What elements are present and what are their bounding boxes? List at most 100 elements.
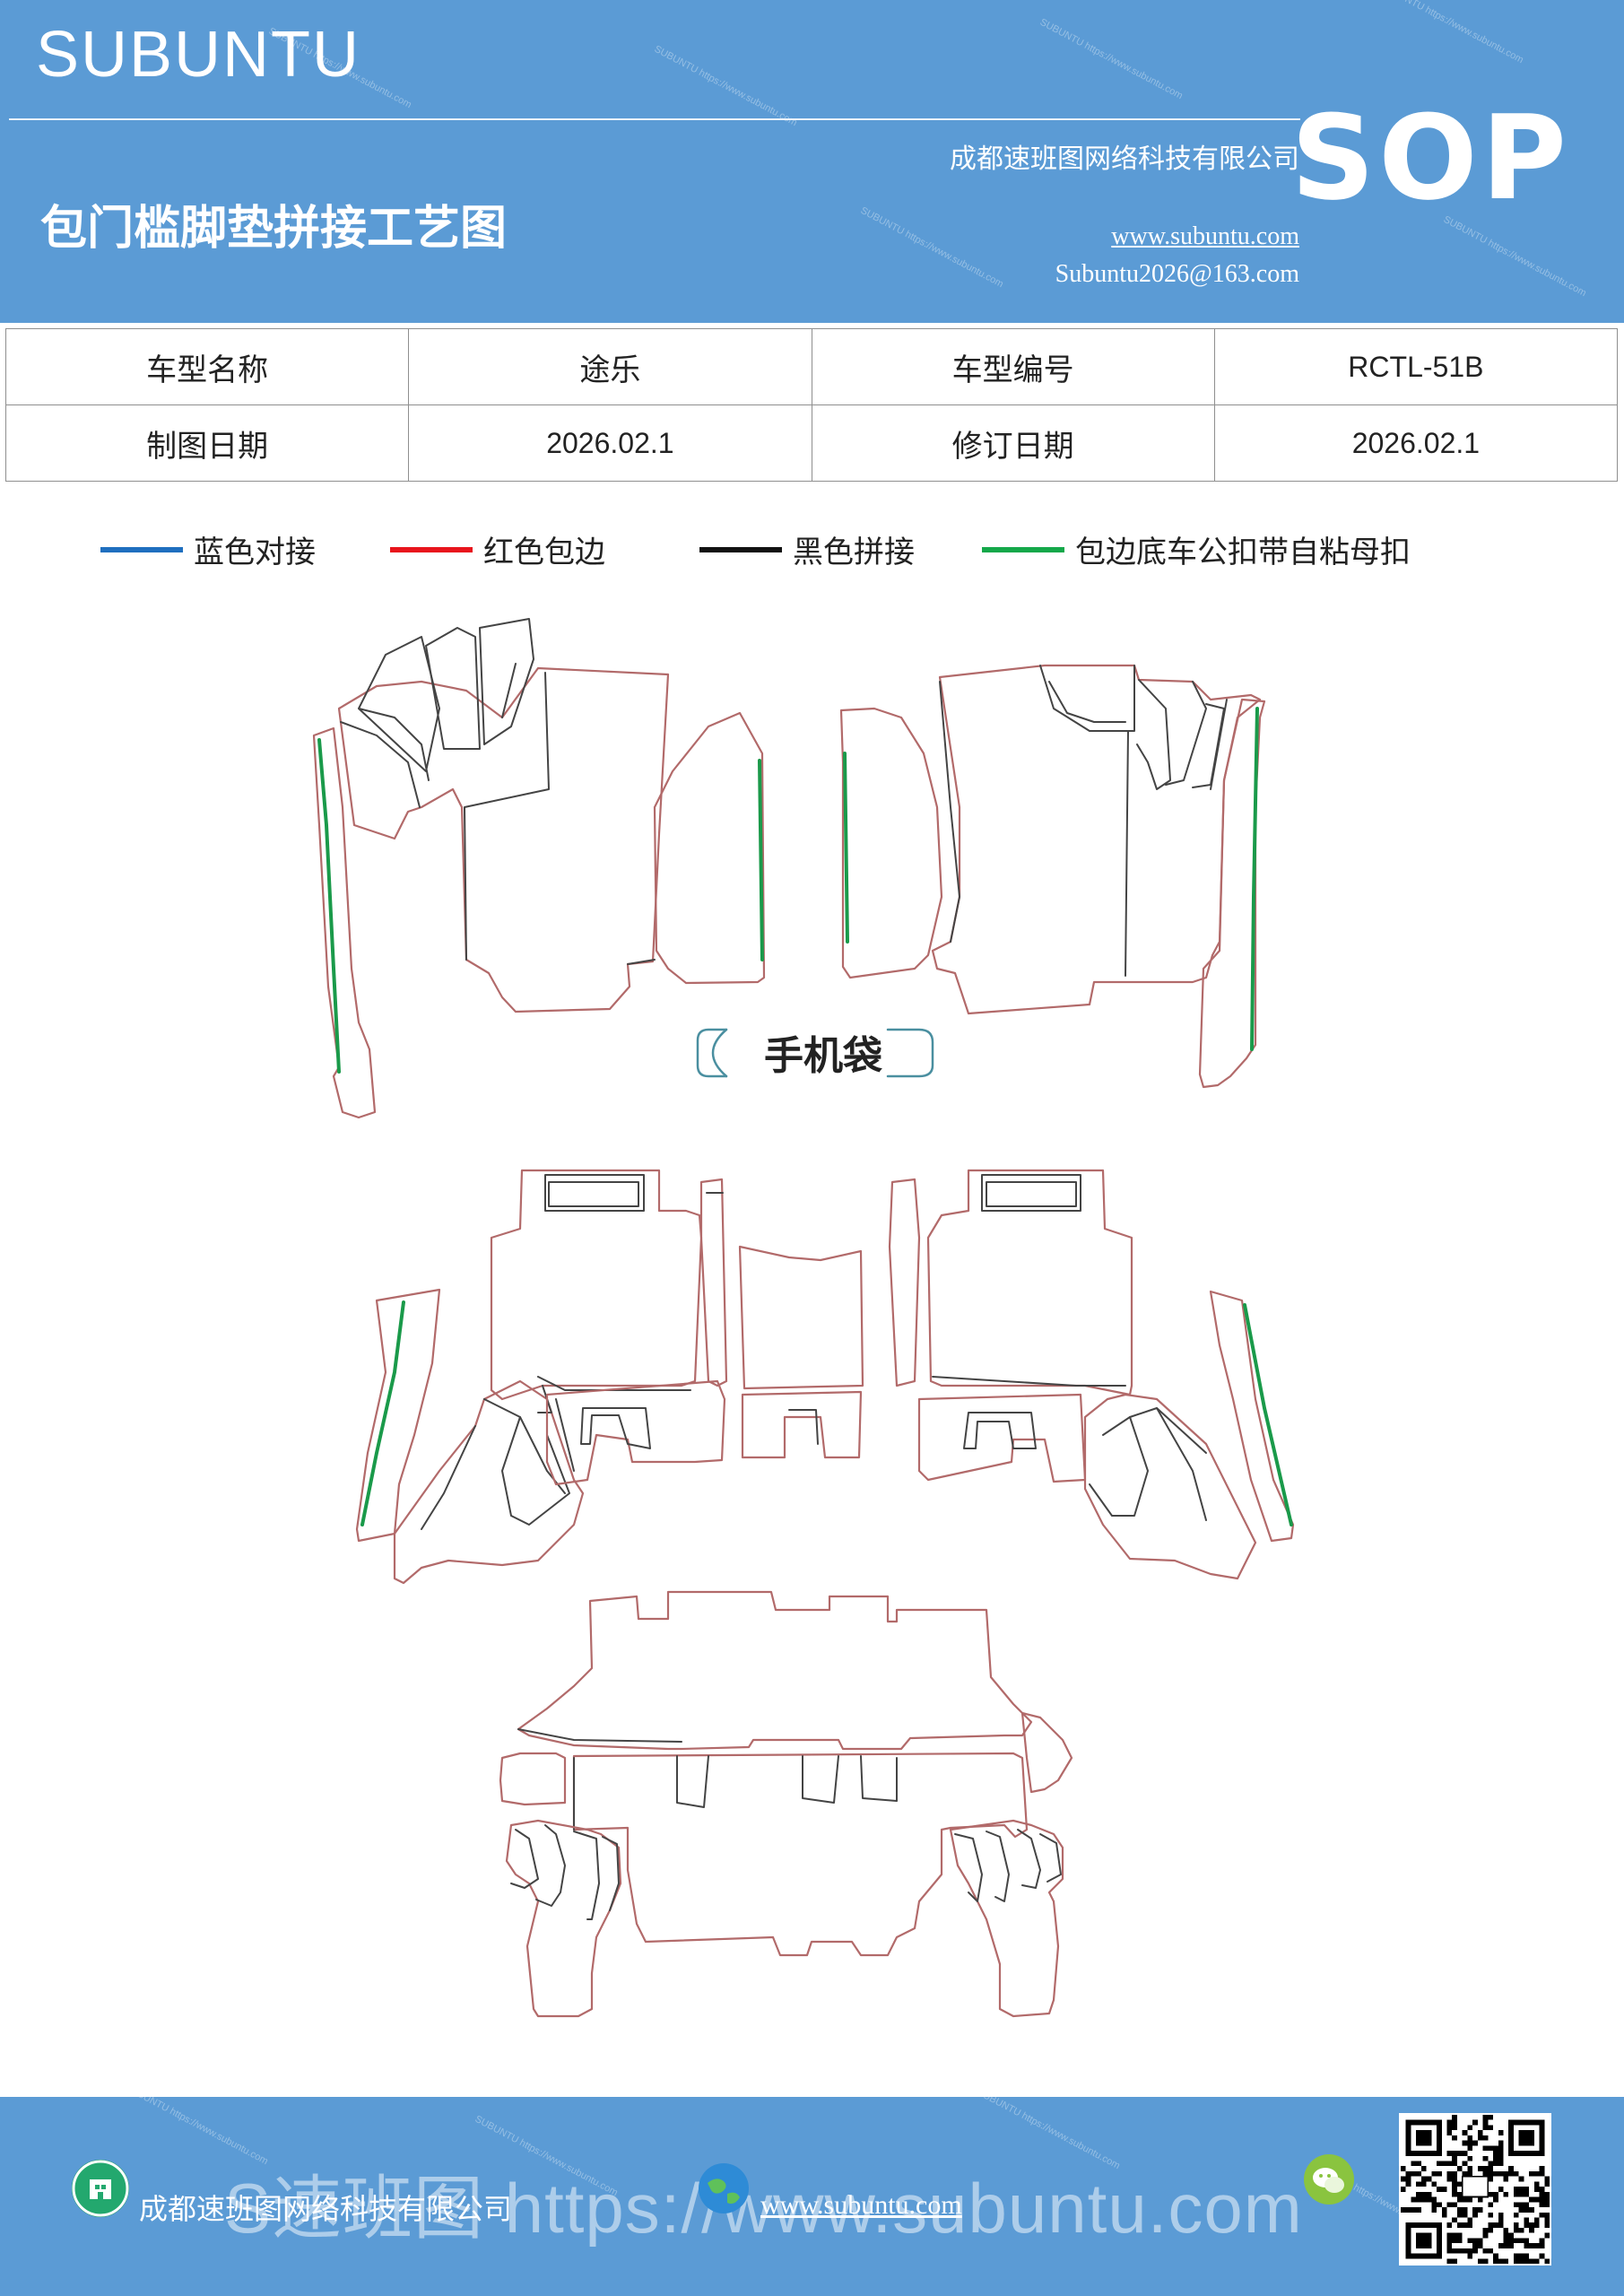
legend-item-blue: 蓝色对接 [100,527,316,571]
seam-line [544,1174,645,1212]
footer-company-name: 成都速班图网络科技有限公司 [139,2192,513,2226]
watermark: SUBUNTU https://www.subuntu.com [1441,213,1588,300]
seam-line [1165,681,1207,786]
mat-piece [490,1169,703,1401]
vehicle-info-table: 车型名称 途乐 车型编号 RCTL-51B 制图日期 2026.02.1 修订日… [4,328,1619,482]
seam-line [676,1755,709,1808]
legend-item-green: 包边底车公扣带自粘母扣 [982,527,1411,571]
header-banner: SUBUNTU https://www.subuntu.com SUBUNTU … [0,0,1624,323]
footer-website-link[interactable]: www.subuntu.com [760,2190,962,2220]
mat-piece [572,1752,1029,1957]
legend-label: 蓝色对接 [194,535,316,570]
seam-line [483,1398,570,1526]
wechat-icon [1300,2151,1358,2208]
mat-piece [926,1169,1133,1396]
website-link[interactable]: www.subuntu.com [1111,222,1299,250]
company-icon [72,2160,129,2217]
legend-label: 红色包边 [483,535,605,570]
company-name: 成都速班图网络科技有限公司 [950,144,1299,175]
seam-line [963,1412,1037,1449]
legend-label: 黑色拼接 [793,535,915,570]
seam-line [537,1376,691,1391]
seam-line [1129,1407,1207,1521]
seam-line [602,1836,620,1911]
seam-line [1125,730,1129,977]
seam-line [340,721,421,808]
seam-line [535,1824,566,1907]
mat-piece [1209,1290,1295,1543]
mat-piece [949,1819,1064,2018]
watermark: SUBUNTU https://www.subuntu.com [858,204,1005,291]
footer-overlay-text: S速班图 https://www.subuntu.com [224,2169,1303,2248]
mat-piece [917,1393,1087,1483]
seam-line [1192,703,1225,788]
seam-line [519,1416,566,1494]
hook-strip [843,752,849,944]
seam-line [1156,1407,1207,1454]
hook-strip [1243,1303,1293,1526]
mat-piece [1198,698,1266,1089]
seam-line [510,1829,539,1889]
phone-pocket [696,1028,934,1078]
seam-line [788,1409,819,1445]
seam-line [1210,699,1228,790]
model-code-value: RCTL-51B [1213,328,1619,405]
seam-line [932,1376,1126,1387]
legend-swatch [100,546,183,552]
building-icon [72,2160,129,2217]
mat-piece [1083,1393,1257,1580]
seam-line [580,1407,651,1449]
legend-swatch [699,546,782,552]
seam-line [555,1398,575,1472]
sop-badge: SOP [1290,90,1570,226]
mat-group-second-row [355,1169,1295,1585]
watermark: SUBUNTU https://www.subuntu.com [652,43,799,129]
mat-piece [545,1379,726,1486]
mat-piece [653,711,766,985]
seam-line [573,1831,600,1920]
revise-date-label: 修订日期 [811,404,1215,482]
seam-line [358,708,430,781]
mat-piece [738,1245,864,1390]
header-divider [9,118,1300,120]
mat-group-front-left [312,618,766,1119]
table-row: 车型名称 途乐 车型编号 RCTL-51B [4,328,1619,405]
seam-line [425,627,481,750]
pocket-tab-left [696,1028,728,1078]
model-name-label: 车型名称 [4,328,410,405]
hook-strip [758,759,764,961]
mat-piece [312,726,377,1119]
qr-code [1399,2113,1551,2266]
model-name-value: 途乐 [408,328,812,405]
seam-line [548,1181,639,1207]
pocket-tab-left-outline [711,1028,728,1078]
draw-date-value: 2026.02.1 [408,404,812,482]
mat-piece [839,707,943,979]
seam-line [1017,1829,1041,1889]
revise-date-value: 2026.02.1 [1213,404,1619,482]
globe-icon [695,2160,752,2217]
mat-piece [741,1390,863,1459]
seam-line [1048,681,1126,723]
seam-line [986,1831,1010,1902]
mat-piece [355,1288,441,1543]
seam-line [986,1181,1077,1207]
mat-group-front-right [839,664,1266,1089]
table-row: 制图日期 2026.02.1 修订日期 2026.02.1 [4,404,1619,482]
mat-piece [499,1752,567,1806]
seam-line [627,959,656,965]
seam-line [479,618,534,745]
pocket-label: 手机袋 [764,1033,882,1079]
seam-line [464,672,550,961]
mat-piece [931,664,1262,1015]
legend-swatch [390,546,473,552]
color-legend: 蓝色对接 红色包边 黑色拼接 包边底车公扣带自粘母扣 [0,527,1624,572]
seam-line [802,1755,839,1804]
mat-piece [888,1178,921,1387]
legend-swatch [982,546,1064,552]
pocket-tab-right [886,1028,934,1078]
seam-line [860,1755,898,1802]
legend-item-red: 红色包边 [390,527,605,571]
footer-banner: SUBUNTU https://www.subuntu.com SUBUNTU … [0,2097,1624,2296]
watermark: SUBUNTU https://www.subuntu.com [1038,16,1185,102]
